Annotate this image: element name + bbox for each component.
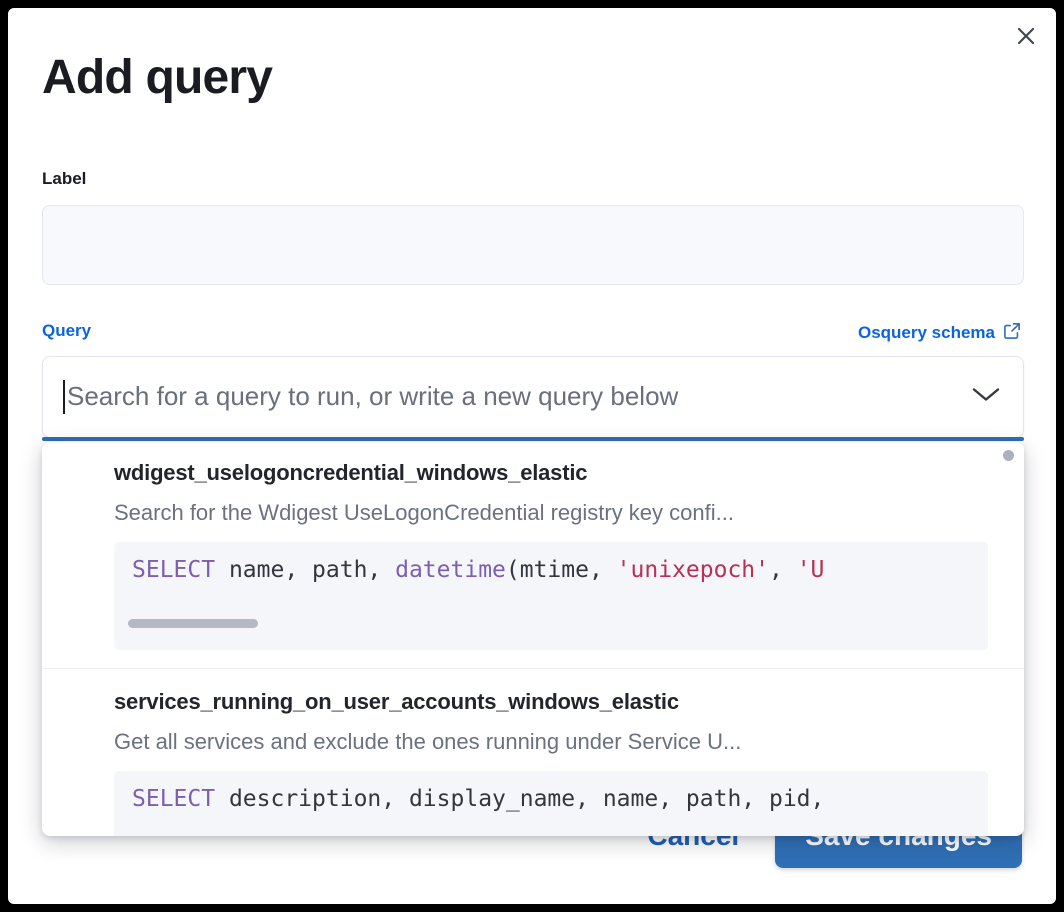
- sql-token-kw: SELECT: [132, 557, 216, 583]
- osquery-schema-link[interactable]: Osquery schema: [858, 321, 1022, 345]
- query-suggestions-dropdown[interactable]: wdigest_uselogoncredential_windows_elast…: [42, 442, 1024, 836]
- list-item[interactable]: services_running_on_user_accounts_window…: [42, 668, 1024, 836]
- list-item-title: services_running_on_user_accounts_window…: [114, 689, 679, 714]
- add-query-modal: Add query Label Query Osquery schema Sea…: [8, 8, 1056, 904]
- sql-token-str: 'U: [796, 557, 825, 583]
- sql-code-block[interactable]: SELECT description, display_name, name, …: [114, 771, 988, 836]
- sql-token-pl: (mtime,: [505, 557, 617, 583]
- dropdown-scroll-indicator[interactable]: [1003, 450, 1014, 461]
- external-link-icon: [1003, 321, 1022, 345]
- sql-token-pl: ,: [769, 557, 797, 583]
- sql-code-block[interactable]: SELECT name, path, datetime(mtime, 'unix…: [114, 542, 988, 650]
- sql-token-kw: SELECT: [132, 786, 216, 812]
- osquery-schema-link-label: Osquery schema: [857, 323, 995, 342]
- close-icon[interactable]: [1010, 20, 1042, 52]
- list-item[interactable]: wdigest_uselogoncredential_windows_elast…: [42, 442, 1024, 650]
- query-combobox[interactable]: Search for a query to run, or write a ne…: [42, 356, 1024, 441]
- query-search-placeholder: Search for a query to run, or write a ne…: [67, 381, 679, 411]
- list-item-description: Search for the Wdigest UseLogonCredentia…: [114, 500, 734, 525]
- dropdown-list: wdigest_uselogoncredential_windows_elast…: [42, 442, 1024, 836]
- combobox-focus-underline: [42, 437, 1024, 441]
- text-caret: [63, 380, 65, 414]
- query-combobox-box[interactable]: Search for a query to run, or write a ne…: [42, 356, 1024, 438]
- chevron-down-icon[interactable]: [971, 386, 1001, 409]
- label-field-label: Label: [42, 169, 87, 188]
- list-item-title: wdigest_uselogoncredential_windows_elast…: [114, 460, 588, 485]
- sql-code-line: SELECT description, display_name, name, …: [114, 785, 988, 815]
- sql-token-pl: description, display_name, name, path, p…: [215, 786, 825, 812]
- label-input[interactable]: [42, 205, 1024, 285]
- sql-token-kw: datetime: [395, 557, 506, 583]
- code-horizontal-scrollbar[interactable]: [128, 619, 258, 628]
- page-title: Add query: [42, 51, 273, 104]
- query-field-label: Query: [42, 321, 92, 340]
- list-item-description: Get all services and exclude the ones ru…: [114, 729, 742, 754]
- sql-token-str: 'unixepoch': [616, 557, 769, 583]
- sql-code-line: SELECT name, path, datetime(mtime, 'unix…: [114, 556, 988, 586]
- sql-token-pl: name, path,: [215, 557, 396, 583]
